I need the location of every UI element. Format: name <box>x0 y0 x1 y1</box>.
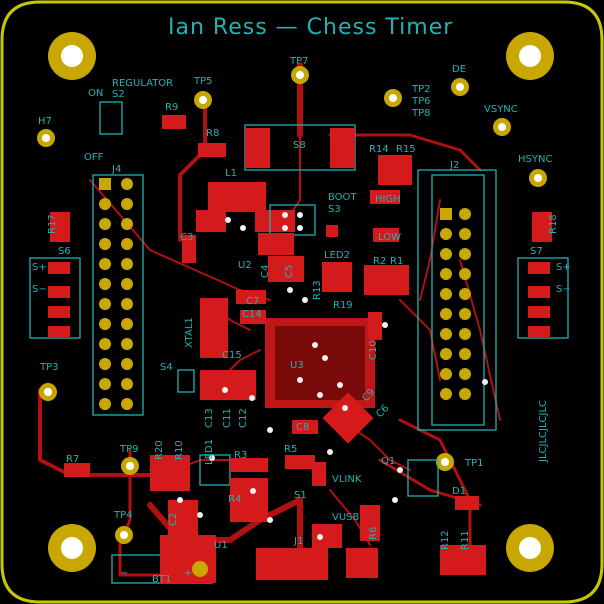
svg-text:TP4: TP4 <box>113 510 133 521</box>
mounting-hole-br <box>506 524 554 572</box>
svg-text:U1: U1 <box>214 540 228 551</box>
svg-text:R2: R2 <box>373 256 386 267</box>
header-j4 <box>92 174 144 416</box>
svg-text:R14: R14 <box>369 144 389 155</box>
svg-text:U2: U2 <box>238 260 252 271</box>
svg-text:H7: H7 <box>38 116 52 127</box>
svg-text:R5: R5 <box>284 444 297 455</box>
svg-text:R6: R6 <box>368 527 379 540</box>
svg-text:S−: S− <box>32 284 47 295</box>
svg-text:C14: C14 <box>242 309 262 320</box>
svg-text:C5: C5 <box>284 265 295 278</box>
svg-text:R10: R10 <box>174 440 185 460</box>
svg-text:TP5: TP5 <box>193 76 213 87</box>
svg-text:VUSB: VUSB <box>332 512 360 523</box>
switch-s6 <box>29 257 81 339</box>
svg-text:R17: R17 <box>47 214 58 234</box>
svg-text:R8: R8 <box>206 128 219 139</box>
svg-text:C15: C15 <box>222 350 242 361</box>
svg-text:VSYNC: VSYNC <box>484 104 518 115</box>
test-points <box>37 66 547 544</box>
svg-text:TP1: TP1 <box>464 458 484 469</box>
switch-s8 <box>244 124 356 171</box>
svg-text:ON: ON <box>88 88 103 99</box>
svg-text:S2: S2 <box>112 89 125 100</box>
svg-text:HSYNC: HSYNC <box>518 154 552 165</box>
svg-text:S−: S− <box>556 284 571 295</box>
svg-text:C6: C6 <box>374 403 391 420</box>
svg-text:OFF: OFF <box>84 152 104 163</box>
svg-text:J1: J1 <box>293 536 303 547</box>
mounting-hole-bl <box>48 524 96 572</box>
switch-s7 <box>517 257 569 339</box>
svg-text:TP6: TP6 <box>411 96 431 107</box>
svg-text:R1: R1 <box>390 256 403 267</box>
mounting-hole-tr <box>506 32 554 80</box>
svg-text:BOOT: BOOT <box>328 192 357 203</box>
svg-text:C4: C4 <box>260 265 271 278</box>
svg-text:C8: C8 <box>296 422 309 433</box>
svg-text:TP2: TP2 <box>411 84 431 95</box>
svg-text:R18: R18 <box>548 214 559 234</box>
svg-text:−: − <box>120 568 128 579</box>
svg-text:DE: DE <box>452 64 466 75</box>
svg-text:S4: S4 <box>160 362 173 373</box>
svg-text:D1: D1 <box>452 486 466 497</box>
svg-text:C2: C2 <box>168 513 179 526</box>
svg-text:R13: R13 <box>312 280 323 300</box>
svg-text:J4: J4 <box>111 164 121 175</box>
svg-text:C10: C10 <box>368 340 379 360</box>
svg-text:C12: C12 <box>238 408 249 428</box>
svg-text:Q1: Q1 <box>381 456 395 467</box>
svg-text:R11: R11 <box>460 530 471 550</box>
svg-text:L1: L1 <box>225 168 237 179</box>
svg-text:LED1: LED1 <box>204 439 215 465</box>
svg-text:S+: S+ <box>556 262 571 273</box>
svg-text:REGULATOR: REGULATOR <box>112 78 173 89</box>
svg-text:R20: R20 <box>154 440 165 460</box>
svg-text:TP8: TP8 <box>411 108 431 119</box>
svg-text:HIGH: HIGH <box>375 194 401 205</box>
smd-components <box>50 101 552 584</box>
header-j2 <box>417 169 497 431</box>
svg-text:C7: C7 <box>246 296 259 307</box>
svg-text:R7: R7 <box>66 454 79 465</box>
svg-text:LOW: LOW <box>378 232 401 243</box>
svg-text:R19: R19 <box>333 300 353 311</box>
svg-text:S1: S1 <box>294 490 307 501</box>
svg-text:JLCJLCJLCJLC: JLCJLCJLCJLC <box>538 400 549 463</box>
board-title: Ian Ress — Chess Timer <box>168 15 453 40</box>
svg-text:LED2: LED2 <box>324 250 350 261</box>
svg-text:C3: C3 <box>180 232 193 243</box>
svg-text:S6: S6 <box>58 246 71 257</box>
svg-text:R3: R3 <box>234 450 247 461</box>
svg-text:C13: C13 <box>204 408 215 428</box>
svg-text:S7: S7 <box>530 246 543 257</box>
svg-text:VLINK: VLINK <box>332 474 362 485</box>
svg-text:R4: R4 <box>228 494 241 505</box>
svg-text:S+: S+ <box>32 262 47 273</box>
svg-text:J2: J2 <box>449 160 459 171</box>
mounting-hole-tl <box>48 32 96 80</box>
svg-text:C11: C11 <box>222 408 233 428</box>
svg-text:BT1: BT1 <box>152 574 171 585</box>
silkscreen-labels: REGULATOR ON S2 OFF TP5 TP7 TP2 TP6 TP8 … <box>32 56 571 585</box>
svg-text:TP3: TP3 <box>39 362 59 373</box>
svg-text:S3: S3 <box>328 204 341 215</box>
svg-text:R9: R9 <box>165 102 178 113</box>
svg-text:R15: R15 <box>396 144 416 155</box>
svg-text:+: + <box>184 568 192 579</box>
svg-text:TP9: TP9 <box>119 444 139 455</box>
svg-text:S8: S8 <box>293 140 306 151</box>
svg-text:XTAL1: XTAL1 <box>184 317 195 348</box>
vias <box>177 212 488 540</box>
svg-text:U3: U3 <box>290 360 304 371</box>
svg-text:TP7: TP7 <box>289 56 309 67</box>
svg-text:R12: R12 <box>440 530 451 550</box>
